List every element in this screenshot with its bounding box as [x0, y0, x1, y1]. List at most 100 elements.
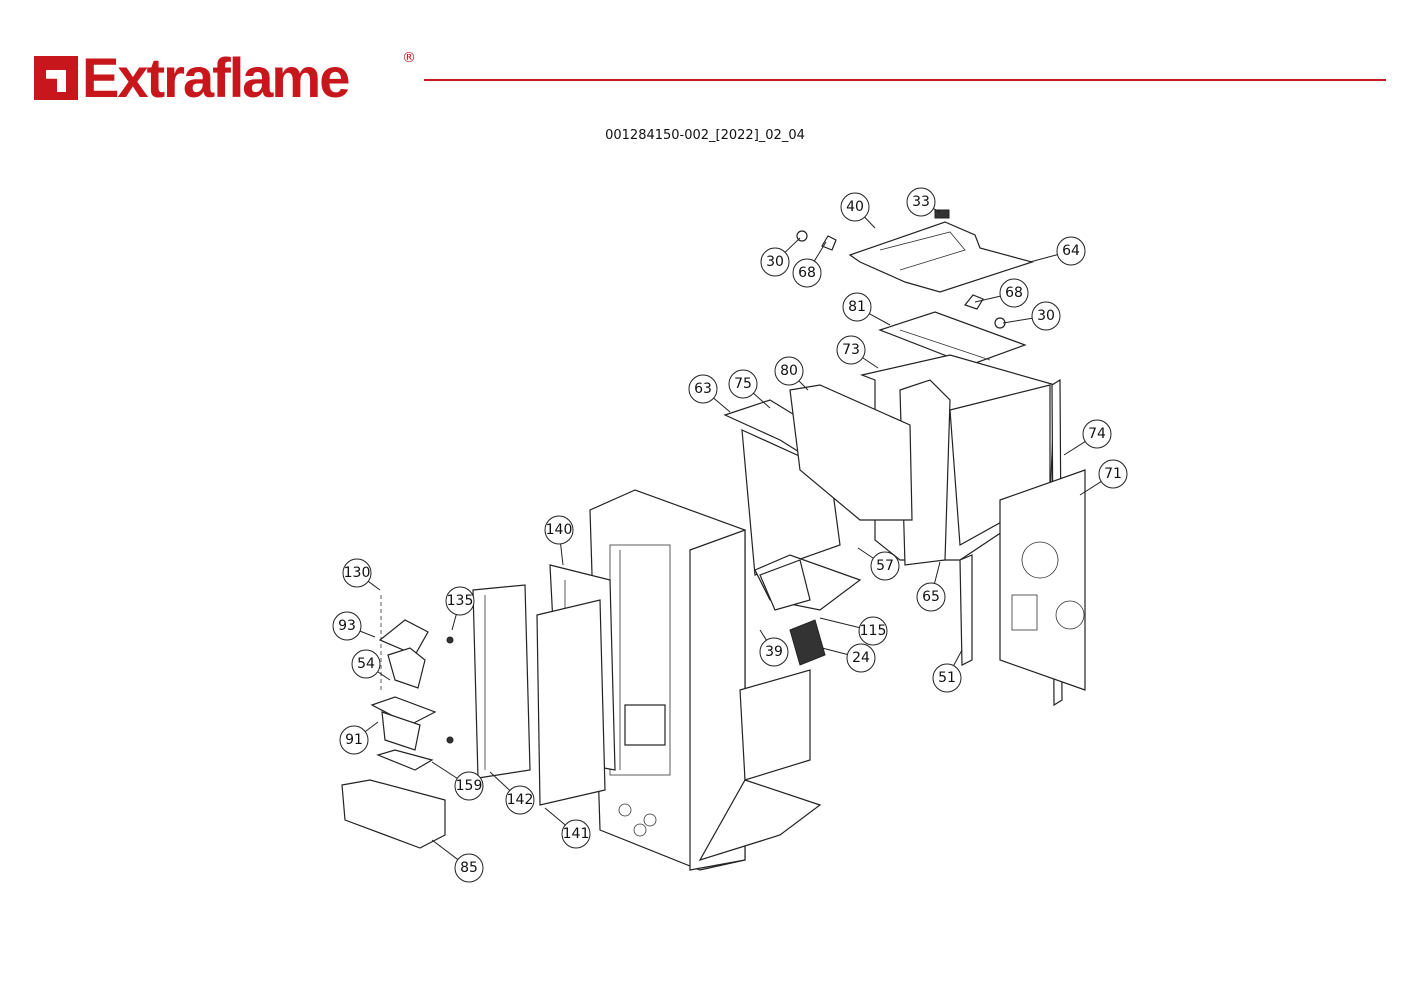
callout-85: 85 [431, 839, 484, 883]
callout-circle [445, 586, 475, 616]
leader-line [560, 543, 564, 566]
callout-circle [544, 515, 574, 545]
callout-label: 57 [876, 558, 894, 574]
callout-circle [858, 616, 888, 646]
leader-line [1079, 481, 1102, 496]
leader-line [933, 208, 941, 213]
callout-label: 80 [780, 363, 798, 379]
callout-label: 85 [460, 860, 478, 876]
leader-line [359, 630, 376, 638]
leader-line [869, 313, 891, 326]
callout-circle [1098, 459, 1128, 489]
callout-label: 40 [846, 199, 864, 215]
leader-line [1029, 254, 1058, 263]
callout-circle [351, 649, 381, 679]
callout-label: 68 [798, 265, 816, 281]
callout-circle [999, 278, 1029, 308]
callout-64: 64 [1029, 236, 1086, 266]
callout-130: 130 [342, 558, 381, 591]
callout-label: 75 [734, 376, 752, 392]
callout-circle [454, 771, 484, 801]
callout-91: 91 [339, 721, 379, 755]
parts-drawing [341, 209, 1086, 871]
callout-label: 68 [1005, 285, 1023, 301]
callout-141: 141 [544, 807, 591, 849]
callout-label: 65 [922, 589, 940, 605]
callout-circle [792, 258, 822, 288]
callout-140: 140 [544, 515, 574, 566]
leader-line [974, 295, 1001, 303]
brand-name: Extraflame [82, 46, 350, 109]
callout-circle [916, 582, 946, 612]
leader-line [819, 617, 860, 629]
callout-label: 30 [1037, 308, 1055, 324]
callout-label: 135 [447, 593, 474, 609]
callout-circle [728, 369, 758, 399]
callout-40: 40 [840, 192, 876, 229]
callout-circle [870, 551, 900, 581]
callout-circle [760, 247, 790, 277]
leader-line [1063, 441, 1086, 456]
callout-circle [932, 663, 962, 693]
callout-label: 39 [765, 644, 783, 660]
callout-54: 54 [351, 649, 391, 681]
callout-label: 71 [1104, 466, 1122, 482]
callout-33: 33 [906, 187, 941, 217]
callout-circle [1082, 419, 1112, 449]
callout-73: 73 [836, 335, 879, 369]
leader-line [364, 721, 379, 732]
callout-57: 57 [857, 547, 900, 581]
brand-logo: Extraflame [34, 46, 350, 109]
callout-label: 64 [1062, 243, 1080, 259]
callout-159: 159 [431, 761, 484, 801]
callout-circle [505, 785, 535, 815]
callout-label: 141 [563, 826, 590, 842]
callout-30: 30 [1002, 301, 1061, 331]
leader-line [821, 647, 848, 656]
callout-65: 65 [916, 561, 946, 612]
callout-circle [774, 356, 804, 386]
callout-39: 39 [759, 629, 789, 667]
callout-circle [561, 819, 591, 849]
callout-circle [759, 637, 789, 667]
callout-label: 24 [852, 650, 870, 666]
leader-line [813, 241, 827, 262]
callout-63: 63 [688, 374, 731, 413]
callout-81: 81 [842, 292, 891, 326]
callout-label: 140 [546, 522, 573, 538]
callout-circle [454, 853, 484, 883]
callout-68: 68 [792, 241, 827, 288]
callout-circle [342, 558, 372, 588]
callout-label: 63 [694, 381, 712, 397]
callout-115: 115 [819, 616, 888, 646]
callout-label: 159 [456, 778, 483, 794]
callout-circle [836, 335, 866, 365]
callout-51: 51 [932, 649, 963, 693]
callout-circle [906, 187, 936, 217]
callout-circle [1031, 301, 1061, 331]
leader-line [753, 392, 771, 409]
leader-line [544, 807, 566, 826]
callout-71: 71 [1079, 459, 1128, 496]
leader-line [451, 614, 457, 631]
leader-line [759, 629, 767, 641]
callout-label: 130 [344, 565, 371, 581]
leader-line [864, 216, 876, 229]
leader-line [377, 671, 391, 681]
leader-line [798, 380, 809, 391]
leader-line [489, 771, 511, 791]
leader-line [862, 357, 879, 369]
logo-mark-icon [34, 56, 78, 100]
callout-75: 75 [728, 369, 771, 409]
callout-circle [842, 292, 872, 322]
document-code: 001284150-002_[2022]_02_04 [605, 128, 805, 143]
callout-label: 51 [938, 670, 956, 686]
callout-label: 142 [507, 792, 534, 808]
callout-circle [332, 611, 362, 641]
leader-line [953, 649, 963, 666]
callout-circle [840, 192, 870, 222]
leader-line [431, 839, 459, 860]
leader-line [784, 237, 801, 253]
callout-label: 93 [338, 618, 356, 634]
